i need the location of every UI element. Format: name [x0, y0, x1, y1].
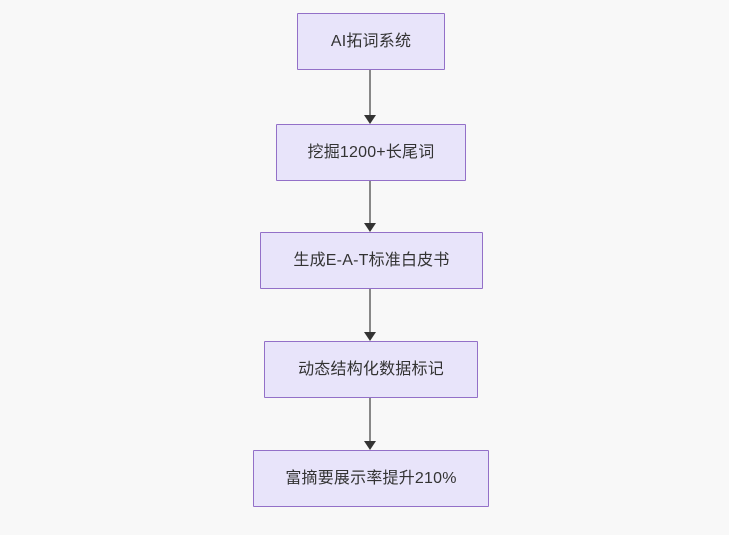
edge-n2-to-n3 [364, 181, 376, 232]
edge-line [369, 181, 371, 224]
edge-line [369, 289, 371, 333]
flow-node-label: AI拓词系统 [330, 32, 412, 50]
arrow-head-icon [364, 441, 376, 450]
arrow-head-icon [364, 223, 376, 232]
flow-node-n3[interactable]: 生成E-A-T标准白皮书 [260, 232, 483, 289]
flow-node-label: 富摘要展示率提升210% [285, 469, 457, 487]
flow-node-n2[interactable]: 挖掘1200+长尾词 [276, 124, 466, 181]
flow-node-label: 动态结构化数据标记 [298, 360, 444, 378]
flow-node-label: 生成E-A-T标准白皮书 [293, 251, 450, 269]
flow-node-n4[interactable]: 动态结构化数据标记 [264, 341, 478, 398]
flow-node-n5[interactable]: 富摘要展示率提升210% [253, 450, 489, 507]
edge-n4-to-n5 [364, 398, 376, 450]
edge-n1-to-n2 [364, 70, 376, 124]
arrow-head-icon [364, 332, 376, 341]
edge-line [369, 70, 371, 116]
flow-node-label: 挖掘1200+长尾词 [307, 143, 435, 161]
arrow-head-icon [364, 115, 376, 124]
edge-line [369, 398, 371, 442]
edge-n3-to-n4 [364, 289, 376, 341]
flow-node-n1[interactable]: AI拓词系统 [297, 13, 445, 70]
